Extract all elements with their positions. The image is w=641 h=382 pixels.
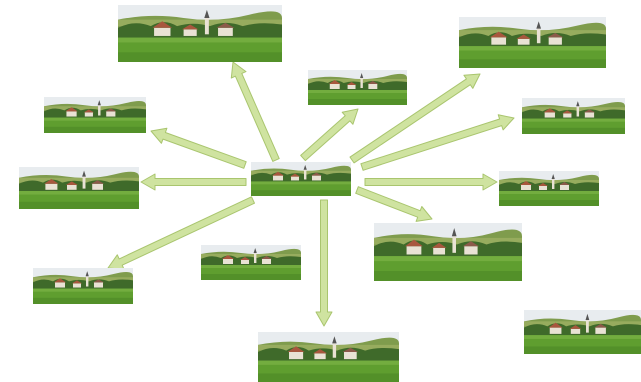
node-image-upper-right xyxy=(522,98,625,134)
arrow-to-bottom xyxy=(315,199,333,327)
node-image-upper-left xyxy=(44,97,146,133)
node-image-top-right xyxy=(459,17,606,68)
village-landscape-image xyxy=(33,268,133,304)
arrow-to-middle-right-large xyxy=(355,186,433,222)
village-landscape-image xyxy=(258,332,399,382)
village-landscape-image xyxy=(201,245,301,280)
village-landscape-image xyxy=(251,162,351,196)
node-image-middle-right-large xyxy=(374,223,522,281)
village-landscape-image xyxy=(522,98,625,134)
node-image-right xyxy=(499,171,599,206)
node-image-left xyxy=(19,167,139,209)
village-landscape-image xyxy=(459,17,606,68)
node-image-bottom-right xyxy=(524,310,641,354)
village-landscape-image xyxy=(19,167,139,209)
node-image-top-left-large xyxy=(118,5,282,62)
node-image-bottom xyxy=(258,332,399,382)
village-landscape-image xyxy=(308,70,407,105)
arrow-to-top-middle xyxy=(300,108,359,162)
arrow-to-upper-right xyxy=(360,114,515,171)
arrow-to-right xyxy=(364,173,498,191)
arrow-to-top-right xyxy=(349,73,481,164)
node-image-lower-left xyxy=(33,268,133,304)
village-landscape-image xyxy=(524,310,641,354)
village-landscape-image xyxy=(499,171,599,206)
arrow-to-top-left-large xyxy=(230,61,280,162)
village-landscape-image xyxy=(374,223,522,281)
hub-image-center xyxy=(251,162,351,196)
arrow-to-left xyxy=(140,173,247,191)
village-landscape-image xyxy=(44,97,146,133)
arrow-to-upper-left xyxy=(150,127,247,169)
node-image-middle-bottom xyxy=(201,245,301,280)
node-image-top-middle xyxy=(308,70,407,105)
village-landscape-image xyxy=(118,5,282,62)
